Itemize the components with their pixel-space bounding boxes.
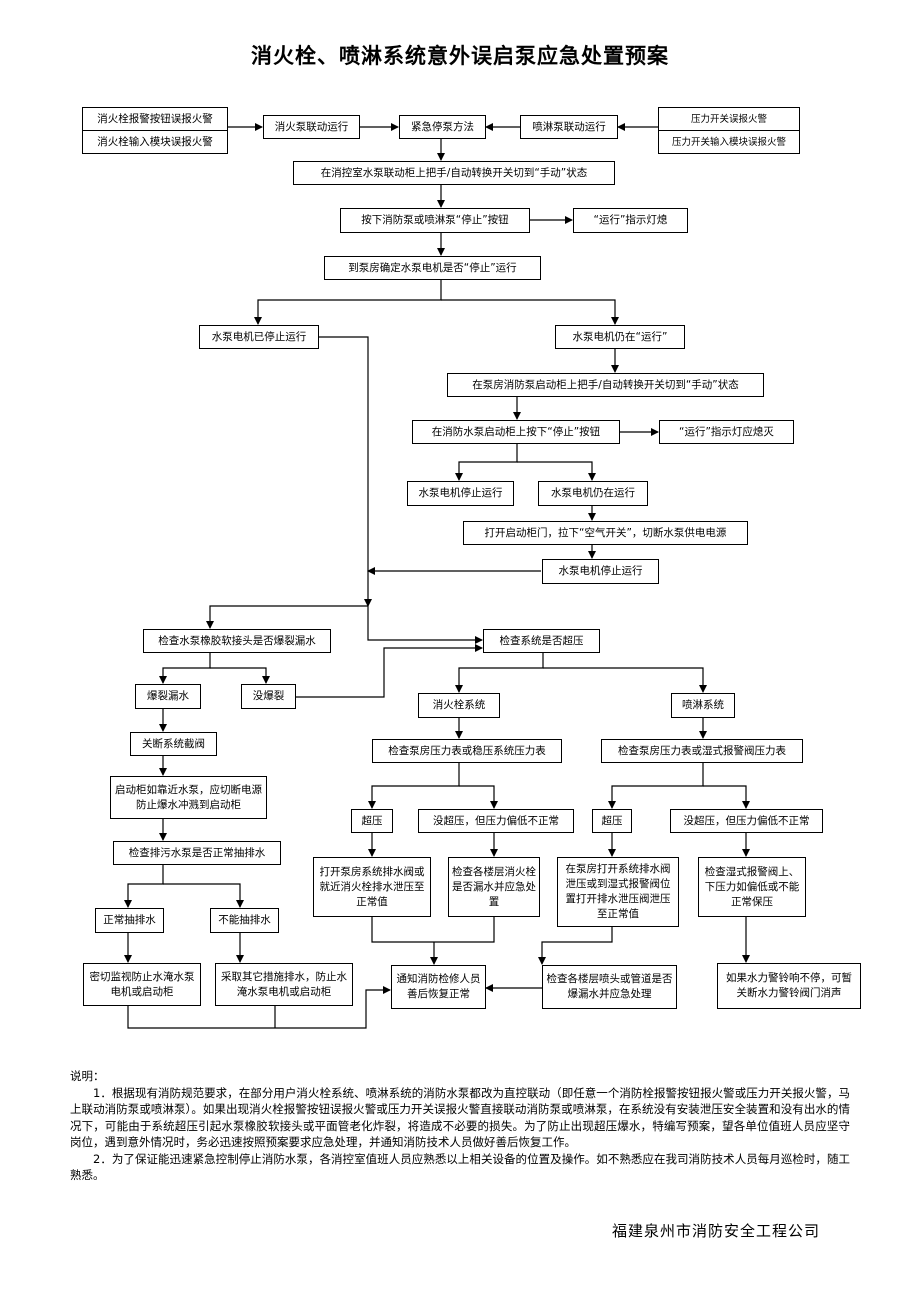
company-name: 福建泉州市消防安全工程公司 (611, 1222, 820, 1240)
node-pressure-mod: 压力开关输入模块误报火警 (671, 136, 786, 148)
node-emergency-stop: 紧急停泵方法 (399, 115, 486, 139)
node-check-pump-room: 到泵房确定水泵电机是否“停止”运行 (324, 256, 541, 280)
node-sprinkler-system: 喷淋系统 (671, 693, 735, 718)
node-overpressure-sprinkler: 超压 (592, 809, 632, 833)
node-overpressure-hydrant: 超压 (351, 809, 393, 833)
node-pump-running: 水泵电机仍在“运行” (555, 325, 685, 349)
connector (163, 883, 244, 908)
node-bell: 如果水力警铃响不停，可暂关断水力警铃阀门消声 (717, 963, 861, 1009)
connector (459, 785, 498, 809)
node-pump-running-2: 水泵电机仍在运行 (538, 481, 648, 506)
node-pressure-sw: 压力开关误报火警 (659, 108, 799, 131)
node-no-burst: 没爆裂 (241, 684, 296, 709)
connector (206, 605, 368, 629)
node-check-sewage: 检查排污水泵是否正常抽排水 (113, 841, 281, 865)
connector (441, 299, 619, 325)
connector (210, 667, 270, 684)
connector (703, 785, 750, 809)
connector (319, 336, 372, 607)
node-hydrant-system: 消火栓系统 (418, 693, 500, 718)
notes-section: 说明： 1．根据现有消防规范要求，在部分用户消火栓系统、喷淋系统的消防水泵都改为… (70, 1068, 850, 1184)
node-not-overpressure-hydrant: 没超压，但压力偏低不正常 (418, 809, 574, 833)
node-room-press-stop: 在消防水泵启动柜上按下“停止”按钮 (412, 420, 620, 444)
connector (159, 653, 211, 684)
node-check-gauge-hydrant: 检查泵房压力表或稳压系统压力表 (372, 739, 562, 763)
connector (296, 644, 483, 698)
node-monitor: 密切监视防止水淹水泵电机或启动柜 (83, 963, 201, 1006)
notes-paragraph-1: 1．根据现有消防规范要求，在部分用户消火栓系统、喷淋系统的消防水泵都改为直控联动… (70, 1085, 850, 1150)
connector (455, 653, 544, 693)
node-hydrant-btn: 消火栓报警按钮误报火警 (83, 108, 227, 131)
node-inspect-hydrant: 检查各楼层消火栓是否漏水并应急处置 (448, 857, 540, 917)
connector (517, 461, 596, 481)
node-inspect-valve-sprinkler: 检查湿式报警阀上、下压力如偏低或不能正常保压 (698, 857, 806, 917)
connector (367, 606, 483, 644)
connector (455, 444, 518, 481)
node-pump-stopped-2: 水泵电机停止运行 (407, 481, 514, 506)
node-check-overpressure: 检查系统是否超压 (483, 629, 600, 653)
node-relieve-hydrant: 打开泵房系统排水阀或就近消火栓排水泄压至正常值 (313, 857, 431, 917)
notes-paragraph-2: 2．为了保证能迅速紧急控制停止消防水泵，各消控室值班人员应熟悉以上相关设备的位置… (70, 1151, 850, 1183)
node-cut-cabinet: 启动柜如靠近水泵，应切断电源防止爆水冲溅到启动柜 (110, 776, 267, 819)
pressure-false-alarm-group: 压力开关误报火警 压力开关输入模块误报火警 (658, 107, 800, 154)
node-check-hose: 检查水泵橡胶软接头是否爆裂漏水 (143, 629, 331, 653)
notes-label: 说明： (70, 1069, 105, 1083)
connector (608, 762, 704, 809)
connector (127, 986, 391, 1029)
node-notify: 通知消防检修人员善后恢复正常 (391, 965, 486, 1009)
node-not-overpressure-sprinkler: 没超压，但压力偏低不正常 (670, 809, 823, 833)
node-press-stop: 按下消防泵或喷淋泵“停止”按钮 (340, 208, 530, 233)
node-run-light-should-off: “运行”指示灯应熄灭 (659, 420, 794, 444)
page-title: 消火栓、喷淋系统意外误启泵应急处置预案 (251, 44, 669, 68)
node-inspect-sprinkler: 检查各楼层喷头或管道是否爆漏水并应急处理 (542, 965, 677, 1009)
node-control-manual: 在消控室水泵联动柜上把手/自动转换开关切到“手动”状态 (293, 161, 615, 185)
node-run-light-off: “运行”指示灯熄 (573, 208, 688, 233)
connector (124, 865, 164, 908)
connector (371, 917, 495, 943)
node-other-measures: 采取其它措施排水，防止水淹水泵电机或启动柜 (215, 963, 353, 1006)
node-check-gauge-sprinkler: 检查泵房压力表或湿式报警阀压力表 (601, 739, 803, 763)
node-hydrant-pump: 消火泵联动运行 (263, 115, 360, 139)
node-normal-drain: 正常抽排水 (95, 908, 164, 933)
node-pump-stopped: 水泵电机已停止运行 (199, 325, 319, 349)
node-hydrant-mod: 消火栓输入模块误报火警 (97, 135, 213, 148)
node-room-manual: 在泵房消防泵启动柜上把手/自动转换开关切到“手动”状态 (447, 373, 764, 397)
node-close-valve: 关断系统截阀 (130, 732, 217, 756)
node-cut-power: 打开启动柜门，拉下“空气开关”，切断水泵供电电源 (463, 521, 748, 545)
node-relieve-sprinkler: 在泵房打开系统排水阀泄压或到湿式报警阀位置打开排水泄压阀泄压至正常值 (557, 857, 679, 927)
hydrant-false-alarm-group: 消火栓报警按钮误报火警 消火栓输入模块误报火警 (82, 107, 228, 154)
node-sprinkler-pump: 喷淋泵联动运行 (520, 115, 618, 139)
node-burst: 爆裂漏水 (135, 684, 201, 709)
connector (254, 279, 442, 325)
connector (543, 667, 707, 693)
connector (368, 762, 460, 809)
connector (538, 927, 613, 965)
node-pump-stopped-3: 水泵电机停止运行 (542, 559, 659, 584)
node-cannot-drain: 不能抽排水 (210, 908, 279, 933)
